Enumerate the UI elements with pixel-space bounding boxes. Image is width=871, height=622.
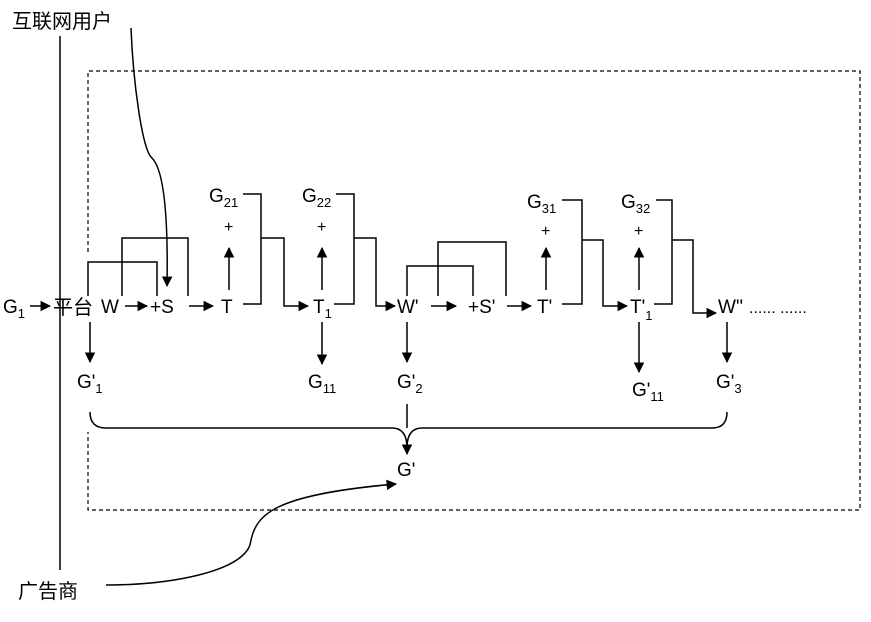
users-to-s-curve	[130, 27, 173, 288]
w-branch-outer	[121, 237, 189, 296]
t-g21-bracket	[243, 193, 262, 305]
plus-sign-t: +	[224, 219, 233, 236]
t-label: T	[221, 297, 233, 318]
g-prime-label: G'	[397, 460, 415, 481]
w-double-prime-label: W''	[718, 297, 743, 318]
g1-label: G1	[3, 297, 25, 321]
w-label: W	[101, 297, 119, 318]
g-prime-2-label: G'2	[397, 372, 423, 396]
w-prime-label: W'	[397, 297, 419, 318]
t1-g22-bracket	[334, 193, 355, 305]
t1-label: T1	[313, 297, 332, 321]
wprime-branch-outer	[437, 241, 507, 296]
wprime-branch-inner	[406, 265, 474, 296]
g32-label: G32	[621, 192, 650, 216]
tprime-g31-bracket	[562, 199, 583, 305]
plus-s-label: +S	[150, 297, 174, 318]
advertisers-to-gprime-curve	[105, 479, 398, 586]
tprime1-to-wdoubleprime-connector	[672, 239, 718, 319]
plus-sign-t1: +	[317, 219, 326, 236]
t-prime-label: T'	[537, 297, 552, 318]
g11-label: G11	[308, 372, 336, 396]
t1-to-wprime-connector	[354, 237, 397, 312]
t-to-t1-connector	[261, 237, 310, 312]
advertisers-label: 广告商	[18, 579, 78, 603]
plus-sign-tprime: +	[541, 223, 550, 240]
t-prime-1-label: T'1	[630, 297, 652, 323]
internet-users-label: 互联网用户	[12, 9, 112, 33]
plus-sign-tprime1: +	[634, 223, 643, 240]
g22-label: G22	[302, 186, 331, 210]
g-prime-1-label: G'1	[77, 372, 103, 396]
g31-label: G31	[527, 192, 556, 216]
dashed-boundary	[87, 70, 861, 511]
g-prime-3-label: G'3	[716, 372, 742, 396]
tprime1-g32-bracket	[654, 199, 673, 305]
grouping-brace	[89, 411, 728, 449]
platform-label: 平台	[53, 295, 93, 319]
w-branch-inner	[87, 261, 158, 296]
g21-label: G21	[209, 186, 238, 210]
g-prime-11-label: G'11	[632, 380, 664, 404]
ellipsis-label: ...... ......	[749, 300, 807, 317]
plus-s-prime-label: +S'	[468, 297, 495, 318]
tprime-to-tprime1-connector	[582, 239, 629, 312]
